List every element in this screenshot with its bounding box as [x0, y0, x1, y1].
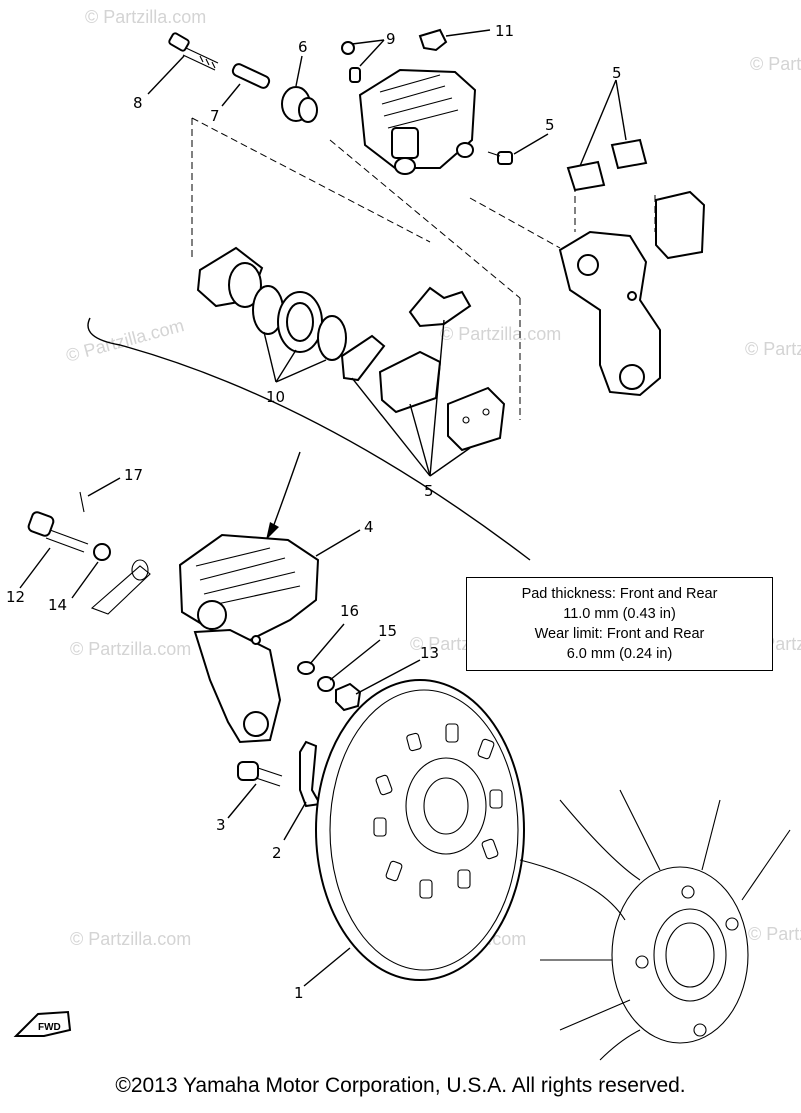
clip-part-11	[418, 28, 448, 52]
callout-17: 17	[124, 466, 143, 484]
callout-12: 12	[6, 588, 25, 606]
callout-13: 13	[420, 644, 439, 662]
watermark: © Partzilla.com	[748, 924, 801, 944]
cotter-pin-part-17	[79, 491, 85, 513]
callout-10: 10	[266, 388, 285, 406]
watermark: © Partzilla.com	[85, 7, 206, 27]
bleeder-part-9	[341, 41, 361, 83]
leader-lines	[19, 29, 627, 987]
callout-4: 4	[364, 518, 374, 536]
callout-numbers: 8 7 6 9 11 5 5 10 5 17 4 12 14 16 15 13 …	[6, 22, 622, 1002]
wheel-hub	[519, 789, 791, 1061]
bolt-part-8	[168, 32, 219, 71]
callout-5-screw: 5	[545, 116, 555, 134]
watermark: © Partzilla.com	[70, 639, 191, 659]
torque-arm-bracket	[90, 559, 151, 615]
callout-15: 15	[378, 622, 397, 640]
arrow-head	[266, 522, 279, 540]
wear-limit-value: 6.0 mm (0.24 in)	[566, 646, 673, 662]
screw-part-5	[487, 151, 513, 165]
watermark: © Partzilla.com	[70, 929, 191, 949]
nut-part-14	[93, 543, 111, 561]
fwd-label: FWD	[38, 1022, 61, 1033]
pad-thickness-label: Pad thickness: Front and Rear	[521, 586, 718, 602]
seals-part-10	[252, 285, 347, 361]
watermark: © Partzilla.com	[745, 339, 801, 359]
callout-5-pads: 5	[424, 482, 434, 500]
washer-part-16	[297, 661, 315, 675]
callout-1: 1	[294, 984, 304, 1002]
lock-plate-part-2	[299, 740, 322, 808]
fwd-arrow: FWD	[13, 1010, 72, 1037]
brake-pads	[340, 286, 506, 452]
callout-8: 8	[133, 94, 143, 112]
pin-part-7	[231, 63, 271, 89]
bolt-part-12	[27, 511, 89, 553]
pad-thickness-value: 11.0 mm (0.43 in)	[563, 606, 676, 622]
washer-part-15	[317, 676, 335, 692]
callout-9: 9	[386, 30, 396, 48]
upper-bracket	[558, 190, 706, 397]
callout-3: 3	[216, 816, 226, 834]
nut-part-13	[335, 682, 362, 712]
watermark: © Partzilla.com	[440, 324, 561, 344]
upper-caliper-body	[358, 68, 477, 175]
pad-spec-box: Pad thickness: Front and Rear 11.0 mm (0…	[466, 577, 773, 671]
callout-2: 2	[272, 844, 282, 862]
bolt-part-3	[237, 761, 283, 787]
callout-11: 11	[495, 22, 514, 40]
piston	[196, 246, 264, 308]
callout-5-springs: 5	[612, 64, 622, 82]
separator-arc	[87, 317, 531, 561]
callout-14: 14	[48, 596, 67, 614]
copyright-notice: ©2013 Yamaha Motor Corporation, U.S.A. A…	[115, 1074, 686, 1097]
boot-part-6	[281, 86, 318, 123]
wear-limit-label: Wear limit: Front and Rear	[534, 626, 705, 642]
watermark: © Partzilla.com	[64, 315, 186, 366]
pad-springs	[566, 138, 648, 192]
watermark: © Partzilla.com	[750, 54, 801, 74]
callout-6: 6	[298, 38, 308, 56]
brake-disc-part-1	[315, 679, 525, 981]
lower-caliper-part-4	[178, 533, 320, 744]
callout-7: 7	[210, 107, 220, 125]
callout-16: 16	[340, 602, 359, 620]
